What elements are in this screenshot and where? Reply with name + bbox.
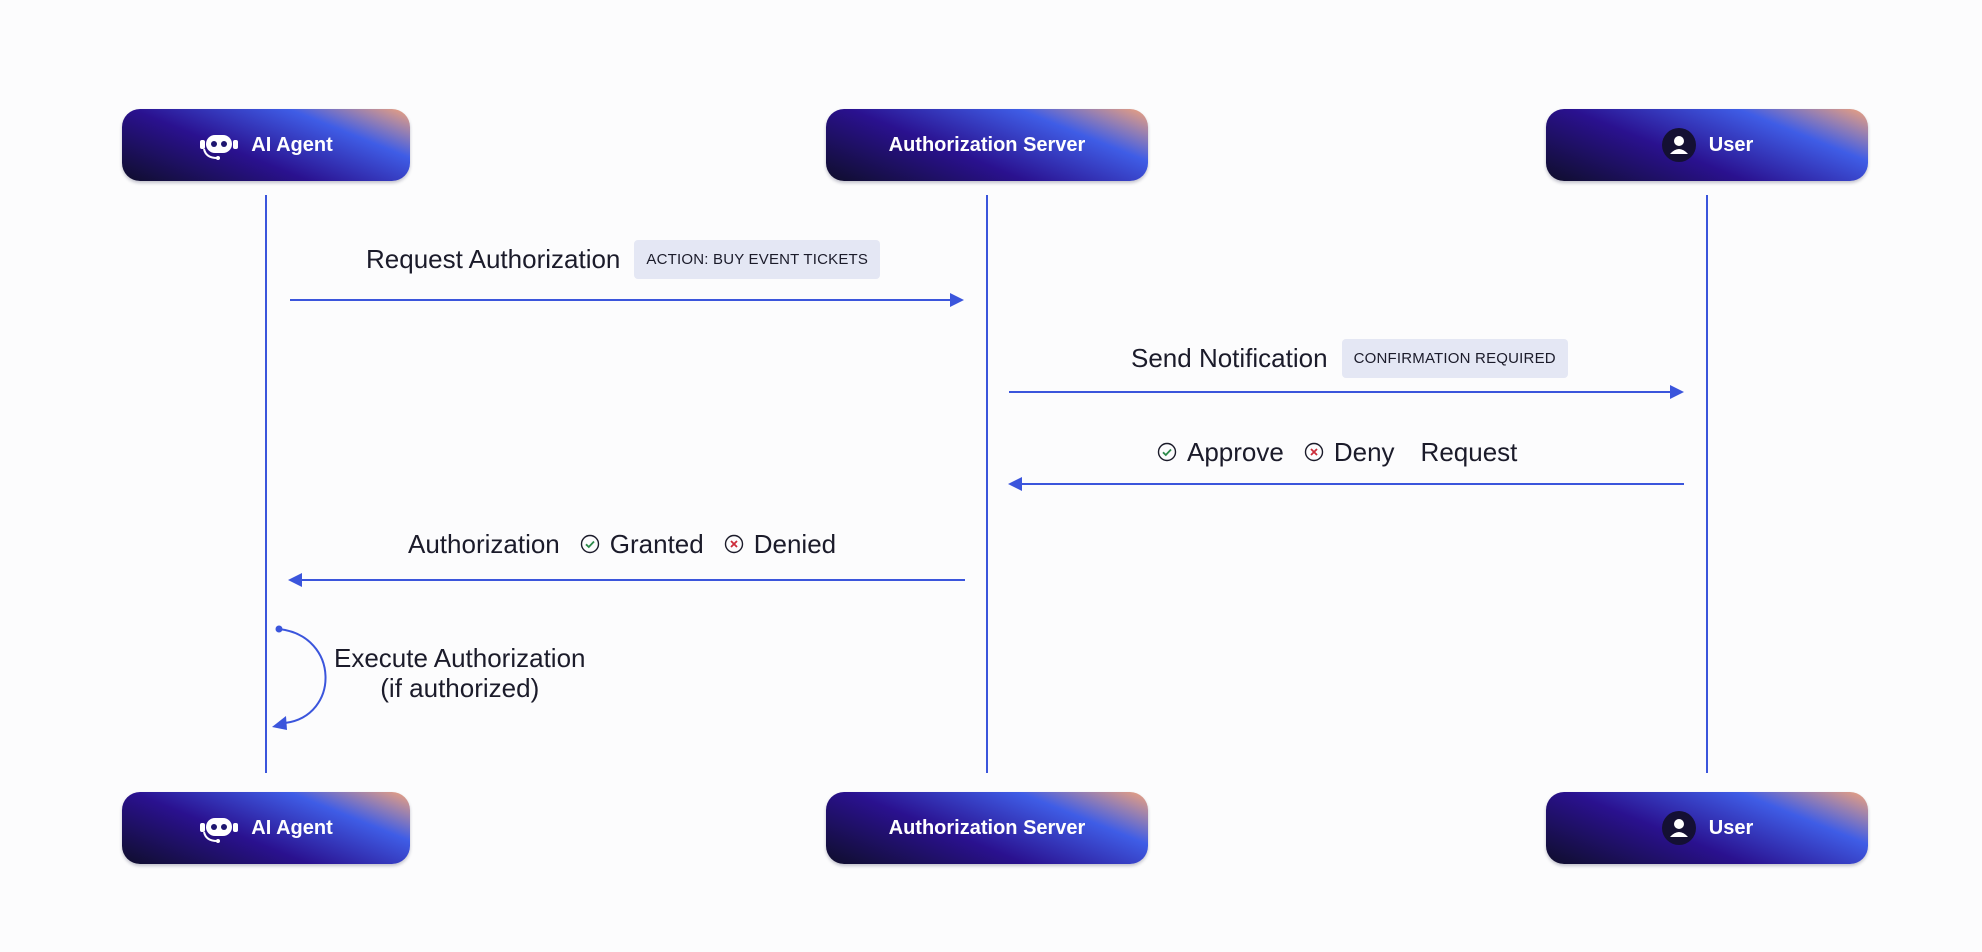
arrowhead xyxy=(272,716,287,730)
user-response-message: Approve Deny Request xyxy=(1157,435,1517,469)
auth-server-lifeline xyxy=(986,195,988,773)
actor-auth-server-bottom: Authorization Server xyxy=(826,792,1148,864)
action-tag: ACTION: BUY EVENT TICKETS xyxy=(634,240,881,279)
approve-label: Approve xyxy=(1187,436,1284,467)
self-call-arrow xyxy=(278,628,327,724)
send-notification-message: Send Notification CONFIRMATION REQUIRED xyxy=(1131,339,1568,378)
execute-line-2: (if authorized) xyxy=(380,673,540,703)
actor-label: Authorization Server xyxy=(888,133,1086,156)
execute-authorization-label: Execute Authorization (if authorized) xyxy=(334,643,586,703)
x-circle-icon xyxy=(724,534,744,554)
ai-agent-lifeline xyxy=(265,195,267,773)
actor-label: AI Agent xyxy=(251,816,333,839)
actor-user-bottom: User xyxy=(1546,792,1868,864)
arrowhead xyxy=(950,293,964,307)
robot-headset-icon xyxy=(199,129,239,161)
request-label: Request xyxy=(1420,436,1518,467)
check-circle-icon xyxy=(580,534,600,554)
robot-headset-icon xyxy=(199,812,239,844)
self-call-start-dot xyxy=(275,625,283,633)
deny-label: Deny xyxy=(1333,436,1395,467)
actor-auth-server-top: Authorization Server xyxy=(826,109,1148,181)
actor-ai-agent-bottom: AI Agent xyxy=(122,792,410,864)
message-label: Send Notification xyxy=(1131,343,1328,373)
actor-label: Authorization Server xyxy=(888,816,1086,839)
message-label: Request Authorization xyxy=(366,244,621,274)
confirmation-tag: CONFIRMATION REQUIRED xyxy=(1341,339,1568,378)
actor-label: User xyxy=(1708,816,1754,839)
x-circle-icon xyxy=(1304,442,1324,462)
arrowhead xyxy=(1670,385,1684,399)
denied-label: Denied xyxy=(753,528,837,559)
request-authorization-message: Request Authorization ACTION: BUY EVENT … xyxy=(366,240,881,279)
actor-ai-agent-top: AI Agent xyxy=(122,109,410,181)
user-avatar-icon xyxy=(1661,810,1697,846)
actor-label: User xyxy=(1708,133,1754,156)
user-lifeline xyxy=(1706,195,1708,773)
authorization-result-message: Authorization Granted Denied xyxy=(408,527,836,561)
actor-user-top: User xyxy=(1546,109,1868,181)
execute-line-1: Execute Authorization xyxy=(334,643,586,673)
actor-label: AI Agent xyxy=(251,133,333,156)
arrowhead xyxy=(288,573,302,587)
user-avatar-icon xyxy=(1661,127,1697,163)
message-label: Authorization xyxy=(408,528,560,559)
granted-label: Granted xyxy=(609,528,704,559)
check-circle-icon xyxy=(1157,442,1177,462)
arrowhead xyxy=(1008,477,1022,491)
